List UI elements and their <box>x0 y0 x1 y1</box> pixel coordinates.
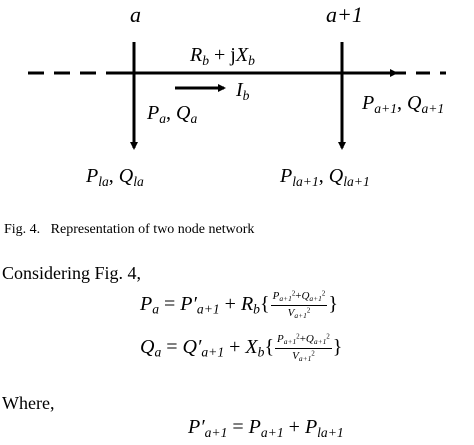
considering-text: Considering Fig. 4, <box>2 263 142 283</box>
load-a1-label: Pla+1, Qla+1 <box>280 165 370 189</box>
two-node-network-figure <box>28 42 446 150</box>
node-a1-label: a+1 <box>326 2 363 27</box>
equation-p-prime: P′a+1 = Pa+1 + Pla+1 <box>188 416 344 440</box>
flow-a-label: Pa, Qa <box>147 102 198 126</box>
flow-a1-label: Pa+1, Qa+1 <box>362 92 445 116</box>
current-label: Ib <box>236 79 250 103</box>
where-text: Where, <box>2 393 55 413</box>
figure-caption: Fig. 4. Representation of two node netwo… <box>4 222 255 237</box>
load-a-label: Pla, Qla <box>86 165 144 189</box>
impedance-label: Rb + jXb <box>190 44 255 68</box>
node-a-label: a <box>130 2 141 27</box>
